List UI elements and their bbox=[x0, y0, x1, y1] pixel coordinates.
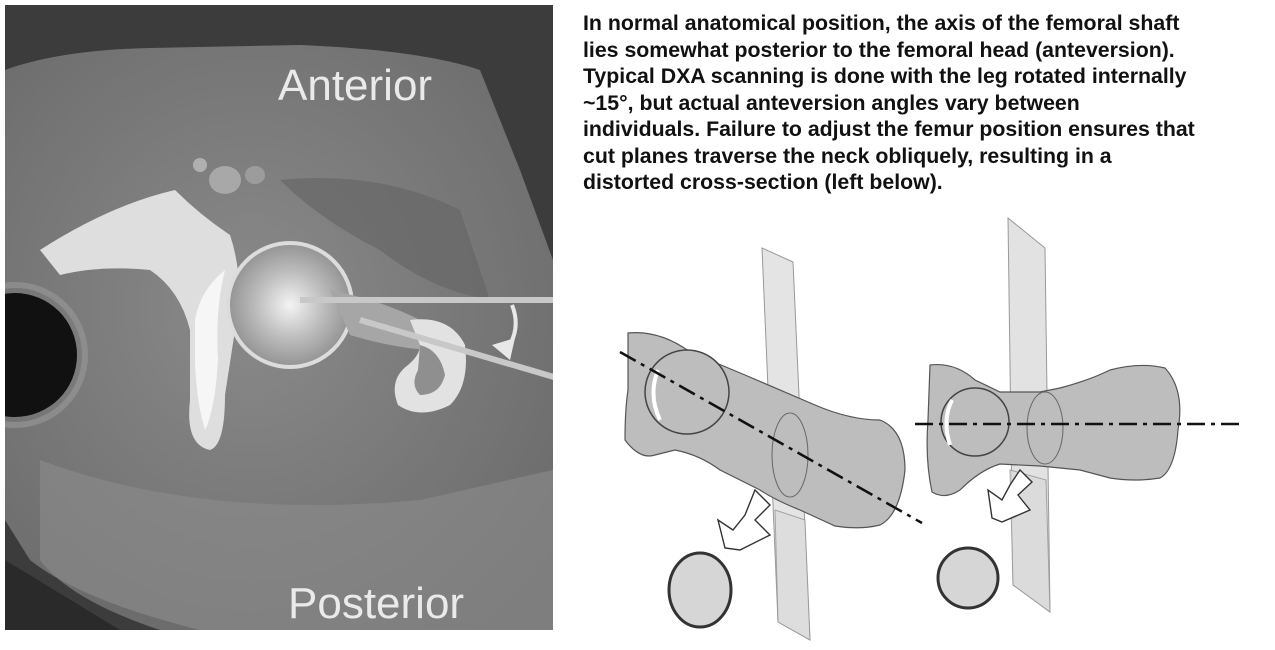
ct-scan-image: Anterior Posterior bbox=[5, 5, 553, 630]
femur-axis-oblique bbox=[619, 350, 923, 525]
ct-upper-fat bbox=[280, 178, 490, 300]
ct-vessel bbox=[245, 166, 265, 184]
femoral-head-oblique bbox=[644, 349, 730, 435]
caption-line: Typical DXA scanning is done with the le… bbox=[583, 64, 1187, 88]
femoral-head-highlight-adjusted bbox=[944, 399, 954, 446]
ct-bowel-ring bbox=[5, 282, 88, 428]
ct-trochanter-inner bbox=[414, 345, 445, 395]
ct-vessel bbox=[193, 158, 207, 172]
cross-section-distorted bbox=[667, 551, 733, 629]
caption-line: ~15°, but actual anteversion angles vary… bbox=[583, 90, 1080, 115]
femur-diagram-adjusted bbox=[915, 216, 1245, 614]
caption-line: cut planes traverse the neck obliquely, … bbox=[583, 143, 1112, 168]
neck-cut-adjusted bbox=[1026, 391, 1064, 465]
caption-line: distorted cross-section (left below). bbox=[583, 170, 943, 194]
femoral-head-adjusted bbox=[940, 387, 1010, 457]
neck-cut-oblique bbox=[771, 412, 809, 498]
caption-line: lies somewhat posterior to the femoral h… bbox=[583, 37, 1175, 62]
caption-line: In normal anatomical position, the axis … bbox=[583, 11, 1180, 35]
ct-bowel-void bbox=[5, 293, 77, 417]
projection-arrow-adjusted bbox=[987, 468, 1034, 523]
caption-line: individuals. Failure to adjust the femur… bbox=[583, 117, 1195, 141]
pointer-line-lower bbox=[359, 317, 553, 380]
cross-section-round bbox=[936, 546, 1000, 610]
ct-vessel bbox=[209, 166, 241, 194]
ct-acetabulum-inner bbox=[195, 270, 225, 430]
caption-text: In normal anatomical position, the axis … bbox=[583, 10, 1273, 196]
ct-lower-tissue bbox=[40, 460, 553, 630]
cut-plane-oblique-front bbox=[774, 509, 811, 641]
ct-dark-corner bbox=[5, 560, 120, 630]
ct-femoral-head bbox=[228, 243, 352, 367]
ct-rotation-arrowhead bbox=[492, 338, 515, 360]
femoral-head-highlight-oblique bbox=[651, 369, 662, 421]
posterior-label: Posterior bbox=[288, 579, 464, 628]
ct-acetabulum-bone bbox=[40, 190, 239, 450]
femur-diagram-oblique bbox=[619, 247, 923, 641]
anterior-label: Anterior bbox=[278, 61, 432, 110]
projection-arrow-oblique bbox=[716, 488, 772, 551]
